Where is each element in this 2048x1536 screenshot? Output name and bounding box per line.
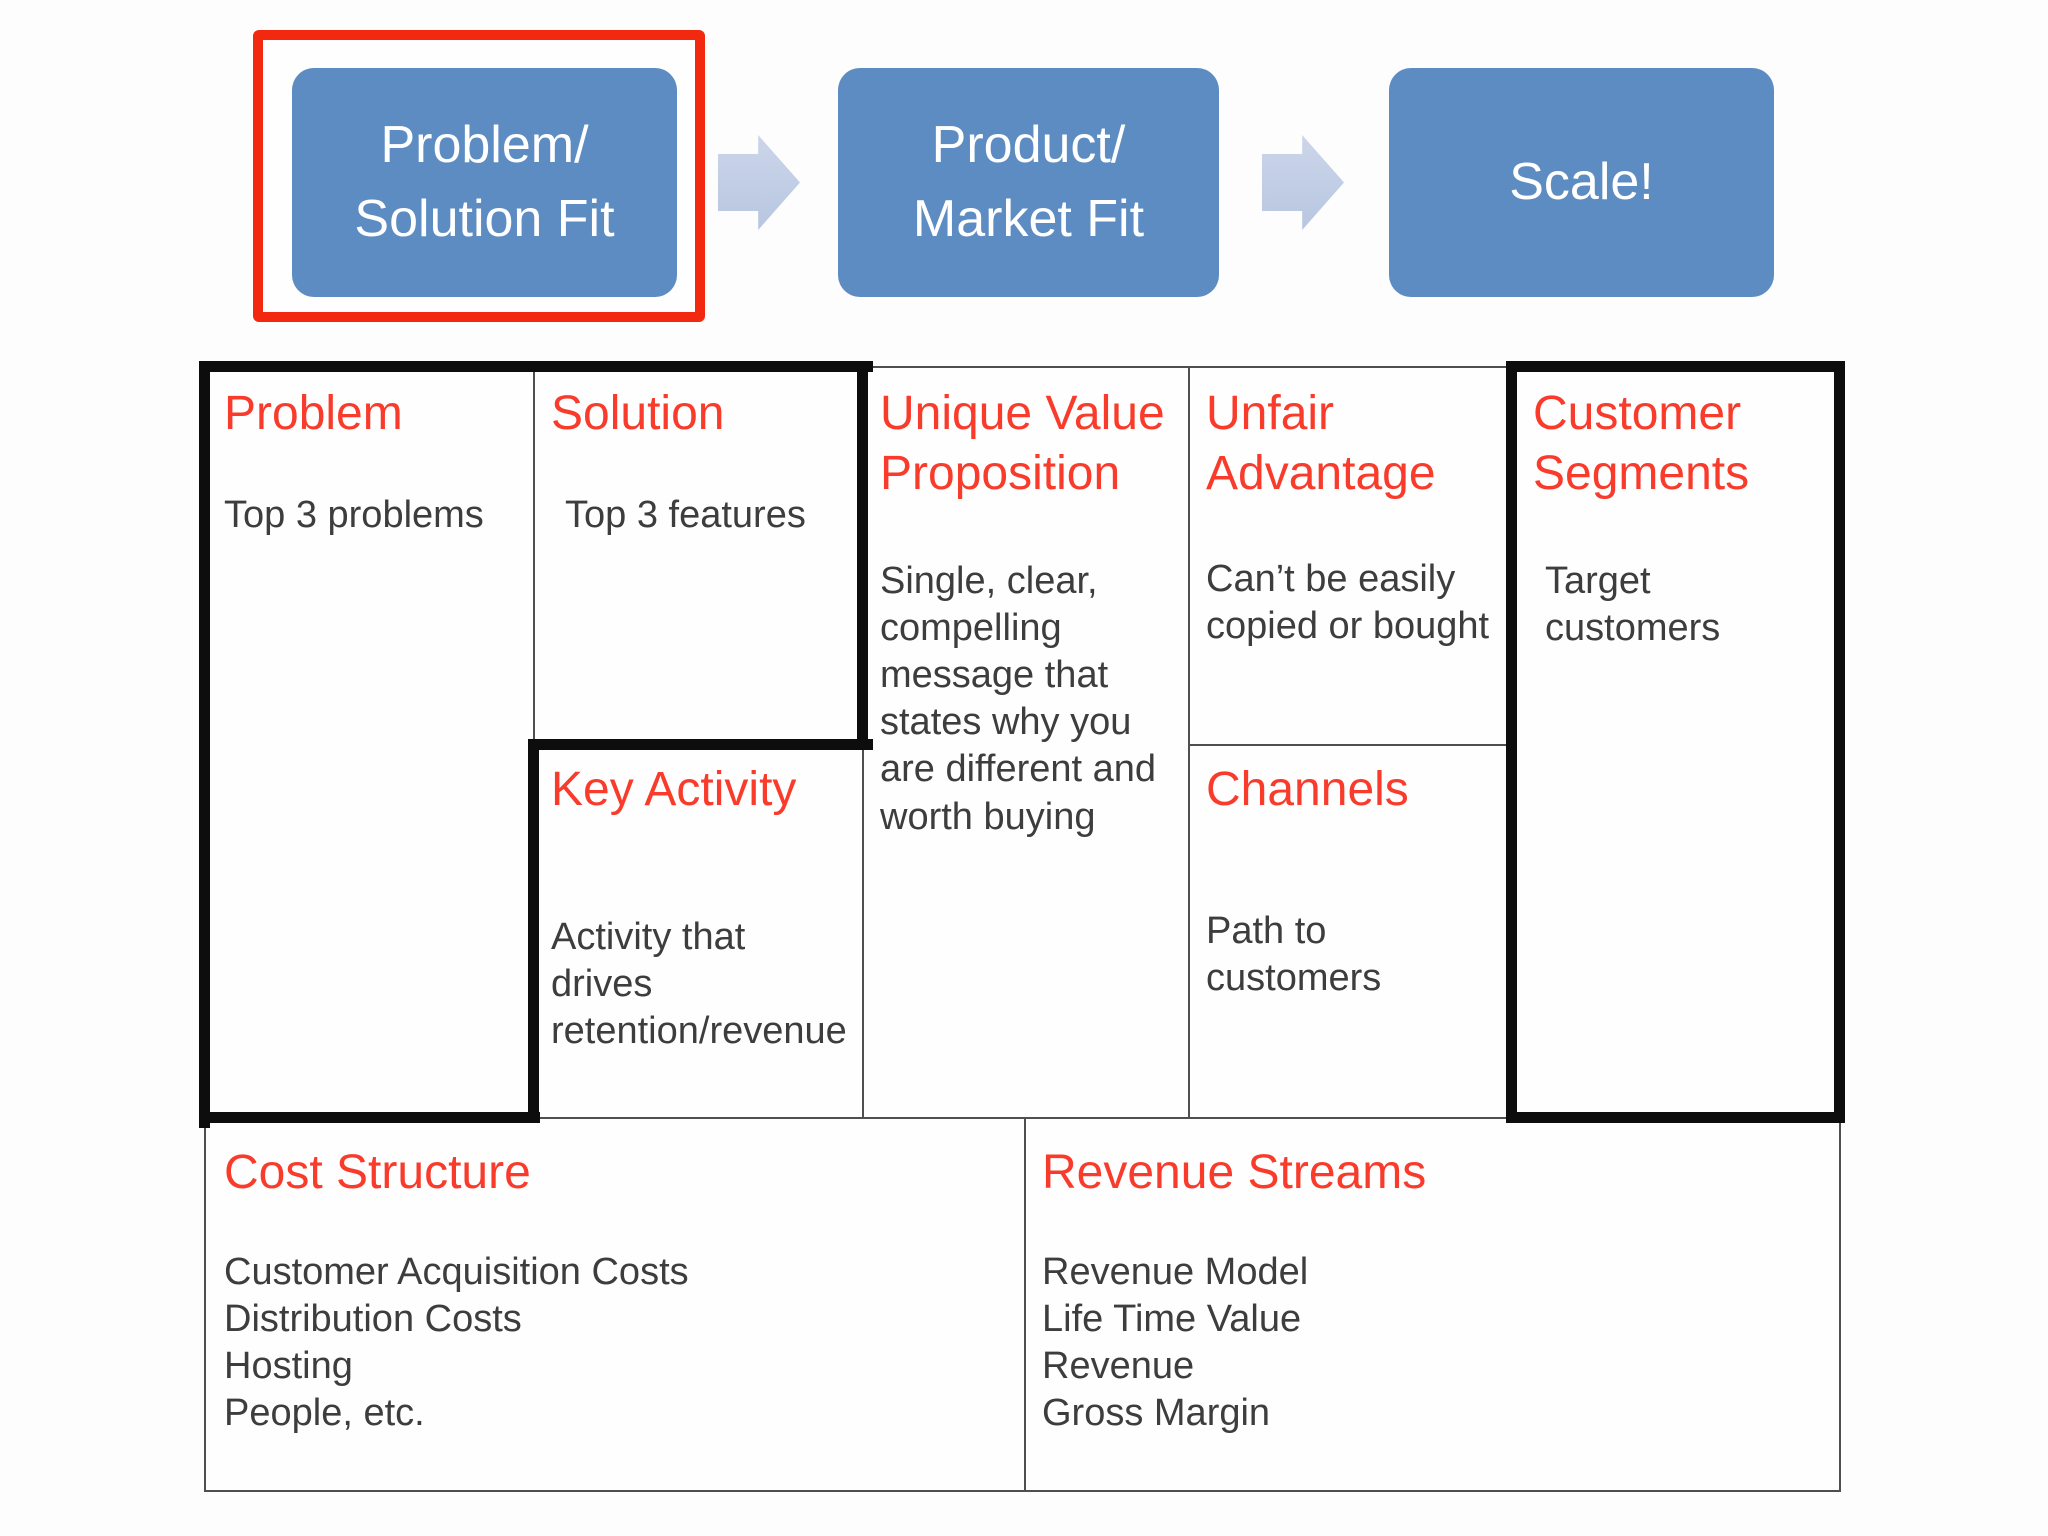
highlight-border-segment: [528, 739, 873, 750]
cost-line: Hosting: [224, 1345, 353, 1388]
cell-body: Single, clear, compelling message that s…: [880, 560, 1157, 838]
highlight-border-customer-segments: [1506, 361, 1845, 1123]
cell-unfair-advantage: Unfair Advantage Can’t be easily copied …: [1188, 368, 1511, 744]
flow-step-label: Scale!: [1509, 152, 1654, 211]
cell-title: Revenue Streams: [1042, 1146, 1427, 1199]
highlight-border-segment: [857, 361, 868, 750]
cell-unique-value-proposition: Unique Value Proposition Single, clear, …: [862, 368, 1188, 1117]
cell-key-activity: Key Activity Activity that drives retent…: [533, 744, 862, 1117]
cell-title: Problem: [224, 387, 403, 440]
lean-canvas: Problem Top 3 problems Solution Top 3 fe…: [199, 361, 1845, 1492]
grid-line: [1188, 744, 1513, 746]
cell-customer-segments: Customer Segments Target customers: [1511, 368, 1839, 1117]
cell-title: Customer Segments: [1533, 387, 1750, 500]
cell-title: Key Activity: [551, 763, 797, 816]
cell-title: Cost Structure: [224, 1146, 531, 1199]
cell-body: Path to customers: [1206, 910, 1382, 1000]
highlight-border-segment: [528, 739, 539, 1123]
cell-body: Revenue Model Life Time Value Revenue Gr…: [1042, 1249, 1831, 1437]
cell-title: Channels: [1206, 763, 1409, 816]
grid-line: [206, 1117, 1839, 1119]
cell-channels: Channels Path to customers: [1188, 744, 1511, 1117]
highlight-border-segment: [199, 361, 210, 1128]
cell-title: Solution: [551, 387, 725, 440]
cell-revenue-streams: Revenue Streams Revenue Model Life Time …: [1024, 1117, 1839, 1490]
flow-step-problem-solution-fit: Problem/ Solution Fit: [292, 68, 677, 297]
flow-step-product-market-fit: Product/ Market Fit: [838, 68, 1219, 297]
revenue-line: Revenue Model: [1042, 1251, 1309, 1293]
cell-body: Customer Acquisition Costs Distribution …: [224, 1249, 1016, 1437]
cell-body: Can’t be easily copied or bought: [1206, 558, 1490, 648]
flow-step-label: Product/ Market Fit: [912, 115, 1145, 248]
cell-body: Activity that drives retention/revenue: [551, 916, 847, 1053]
revenue-line: Revenue: [1042, 1345, 1195, 1388]
flow-step-label: Problem/ Solution Fit: [354, 115, 615, 248]
grid-line: [1024, 1117, 1026, 1490]
cell-title: Unfair Advantage: [1206, 387, 1436, 500]
highlight-border-segment: [199, 1112, 540, 1123]
cell-problem: Problem Top 3 problems: [206, 368, 533, 1117]
cell-solution: Solution Top 3 features: [533, 368, 862, 744]
cost-line: People, etc.: [224, 1392, 425, 1435]
right-arrow-icon: [1262, 135, 1344, 230]
cell-body: Target customers: [1545, 560, 1721, 650]
cost-line: Distribution Costs: [224, 1298, 522, 1341]
cell-cost-structure: Cost Structure Customer Acquisition Cost…: [206, 1117, 1024, 1490]
flow-step-scale: Scale!: [1389, 68, 1774, 297]
cell-body: Top 3 features: [565, 494, 806, 536]
cell-body: Top 3 problems: [224, 494, 484, 536]
cost-line: Customer Acquisition Costs: [224, 1251, 689, 1293]
right-arrow-icon: [718, 135, 800, 230]
cell-title: Unique Value Proposition: [880, 387, 1165, 500]
revenue-line: Gross Margin: [1042, 1392, 1271, 1435]
highlight-border-segment: [199, 361, 873, 372]
grid-line: [1188, 368, 1190, 1117]
revenue-line: Life Time Value: [1042, 1298, 1302, 1341]
